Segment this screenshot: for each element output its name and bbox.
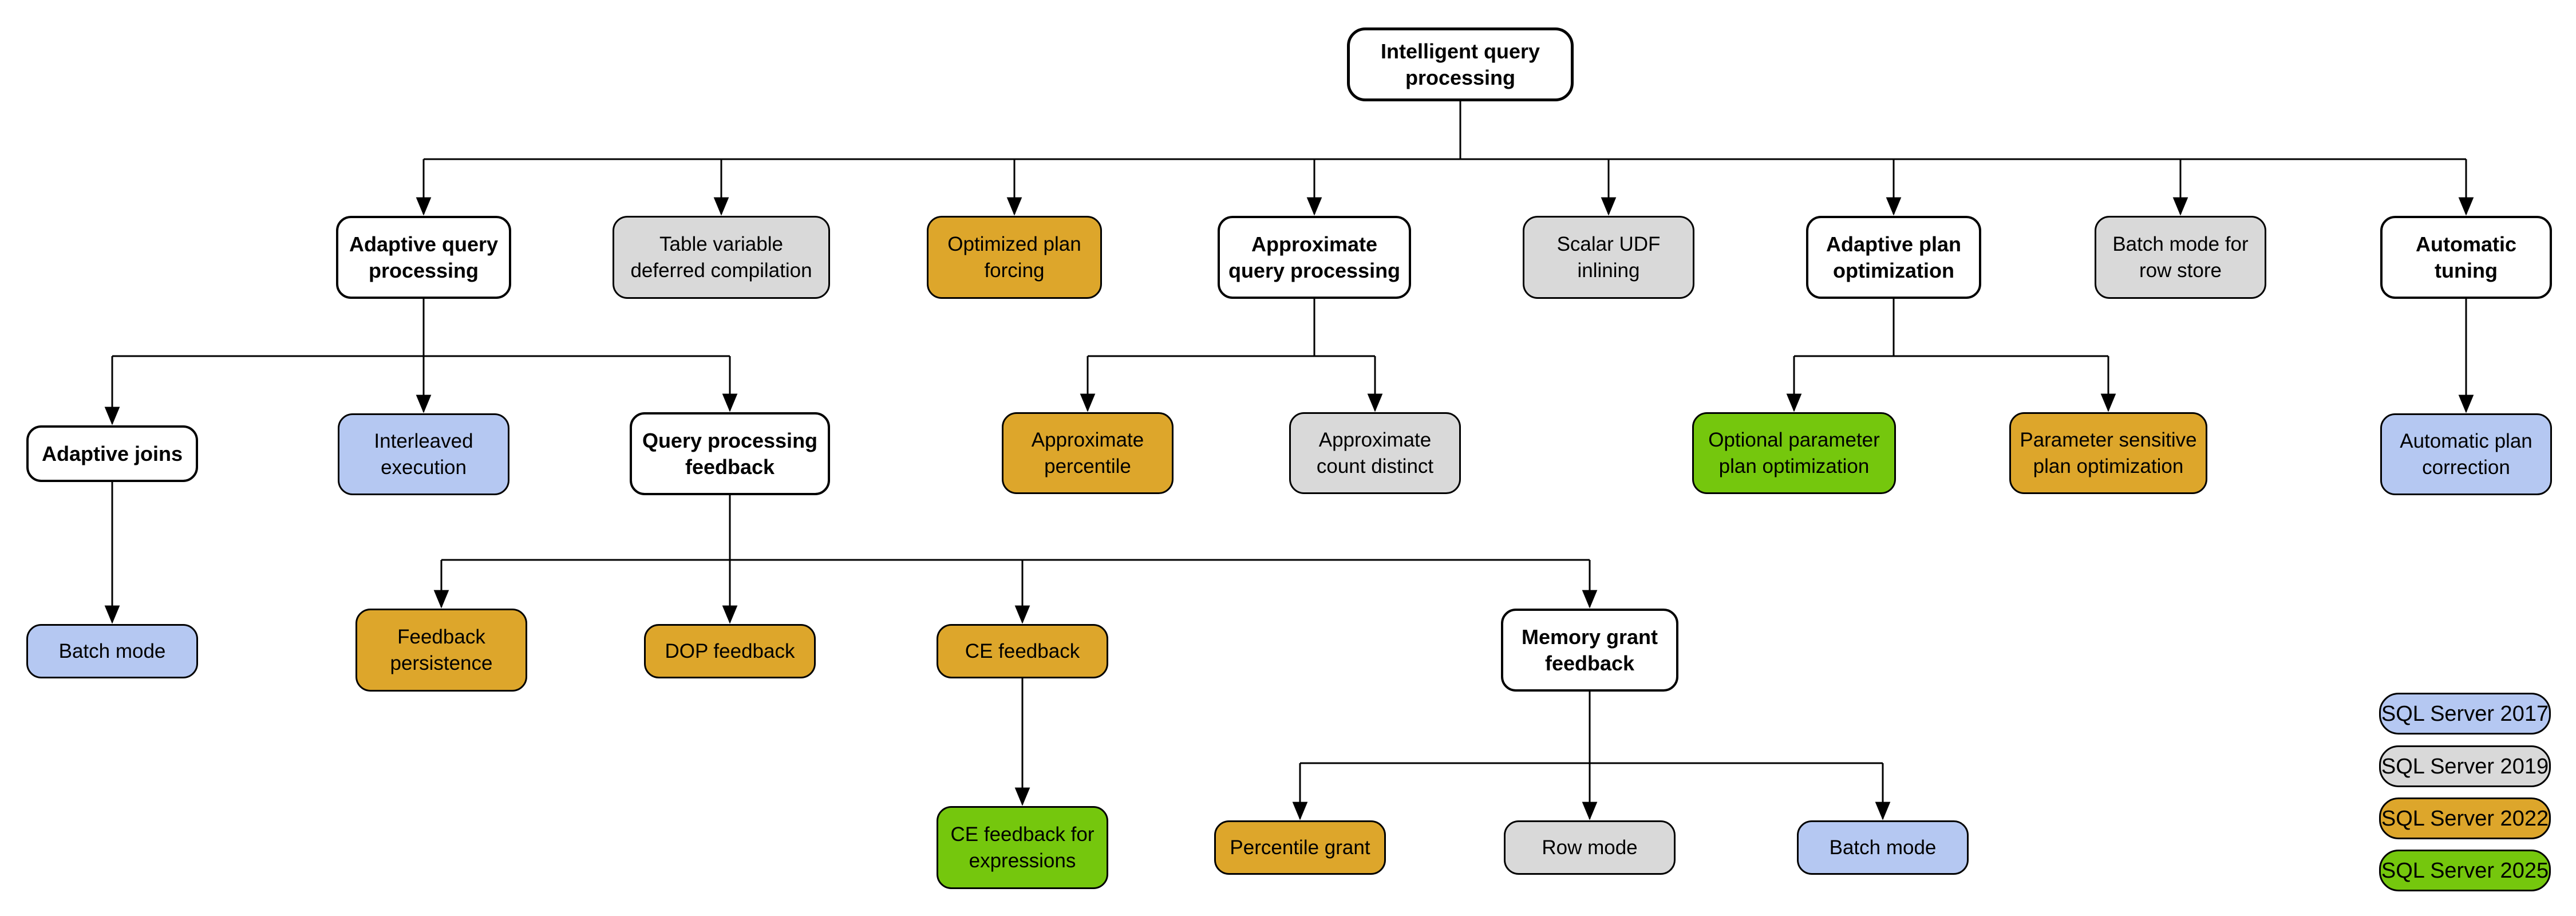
bus-approximate-query-processing	[1088, 299, 1375, 357]
node-optimized-plan-forcing: Optimized plan forcing	[927, 216, 1102, 299]
node-label: CE feedback	[965, 639, 1080, 662]
node-label: Approximate count distinct	[1316, 428, 1434, 477]
node-approximate-query-processing: Approximate query processing	[1218, 216, 1411, 299]
node-adaptive-query-processing: Adaptive query processing	[336, 216, 511, 299]
node-ce-feedback-for-expressions: CE feedback for expressions	[937, 806, 1108, 889]
node-label: Batch mode	[58, 639, 166, 662]
legend-label: SQL Server 2022	[2381, 806, 2549, 831]
legend-item-sql-server-2022: SQL Server 2022	[2379, 797, 2551, 839]
node-ce-feedback: CE feedback	[937, 624, 1108, 678]
node-label: DOP feedback	[665, 639, 795, 662]
node-label: CE feedback for expressions	[950, 823, 1095, 872]
node-label: Optimized plan forcing	[947, 232, 1081, 282]
legend-label: SQL Server 2025	[2381, 858, 2549, 883]
node-label: Batch mode	[1829, 836, 1937, 859]
bus-adaptive-plan-optimization	[1794, 299, 2108, 357]
bus-adaptive-query-processing	[112, 299, 730, 357]
node-automatic-tuning: Automatic tuning	[2380, 216, 2552, 299]
node-label: Automatic plan correction	[2400, 429, 2532, 479]
node-batch-mode-memory-grant: Batch mode	[1797, 820, 1969, 875]
node-label: Percentile grant	[1230, 836, 1370, 859]
node-label: Query processing feedback	[642, 428, 818, 479]
node-batch-mode-adaptive-joins: Batch mode	[26, 624, 198, 678]
node-feedback-persistence: Feedback persistence	[355, 609, 527, 692]
node-label: Row mode	[1542, 836, 1638, 859]
node-percentile-grant: Percentile grant	[1214, 820, 1386, 875]
node-label: Feedback persistence	[390, 625, 493, 674]
node-optional-parameter-plan-optimization: Optional parameter plan optimization	[1692, 412, 1896, 494]
legend-item-sql-server-2025: SQL Server 2025	[2379, 850, 2551, 891]
bus-root	[424, 101, 2466, 160]
node-interleaved-execution: Interleaved execution	[338, 413, 509, 495]
node-query-processing-feedback: Query processing feedback	[630, 412, 830, 495]
node-memory-grant-feedback: Memory grant feedback	[1501, 609, 1678, 692]
node-batch-mode-for-row-store: Batch mode for row store	[2095, 216, 2266, 299]
node-label: Approximate query processing	[1228, 232, 1401, 282]
node-dop-feedback: DOP feedback	[644, 624, 816, 678]
bus-query-processing-feedback	[441, 495, 1590, 561]
node-label: Interleaved execution	[374, 429, 473, 479]
node-label: Table variable deferred compilation	[630, 232, 812, 282]
node-label: Parameter sensitive plan optimization	[2020, 428, 2197, 477]
node-row-mode: Row mode	[1504, 820, 1676, 875]
legend-item-sql-server-2019: SQL Server 2019	[2379, 745, 2551, 787]
node-parameter-sensitive-plan-optimization: Parameter sensitive plan optimization	[2009, 412, 2207, 494]
node-intelligent-query-processing: Intelligent query processing	[1347, 27, 1574, 101]
node-approximate-percentile: Approximate percentile	[1002, 412, 1174, 494]
node-adaptive-joins: Adaptive joins	[26, 425, 198, 482]
node-label: Approximate percentile	[1031, 428, 1144, 477]
node-label: Adaptive joins	[41, 441, 183, 465]
node-label: Adaptive plan optimization	[1826, 232, 1962, 282]
legend-item-sql-server-2017: SQL Server 2017	[2379, 693, 2551, 735]
bus-memory-grant-feedback	[1300, 692, 1883, 764]
node-approximate-count-distinct: Approximate count distinct	[1289, 412, 1461, 494]
node-label: Intelligent query processing	[1380, 39, 1540, 89]
legend-label: SQL Server 2017	[2381, 701, 2549, 726]
node-label: Optional parameter plan optimization	[1708, 428, 1880, 477]
node-label: Memory grant feedback	[1521, 625, 1658, 675]
node-label: Scalar UDF inlining	[1556, 232, 1661, 282]
node-label: Adaptive query processing	[349, 232, 499, 282]
node-scalar-udf-inlining: Scalar UDF inlining	[1523, 216, 1694, 299]
node-label: Batch mode for row store	[2112, 232, 2249, 282]
node-label: Automatic tuning	[2415, 232, 2516, 282]
node-automatic-plan-correction: Automatic plan correction	[2380, 413, 2552, 495]
node-adaptive-plan-optimization: Adaptive plan optimization	[1806, 216, 1981, 299]
node-table-variable-deferred-compilation: Table variable deferred compilation	[613, 216, 830, 299]
legend-label: SQL Server 2019	[2381, 754, 2549, 779]
